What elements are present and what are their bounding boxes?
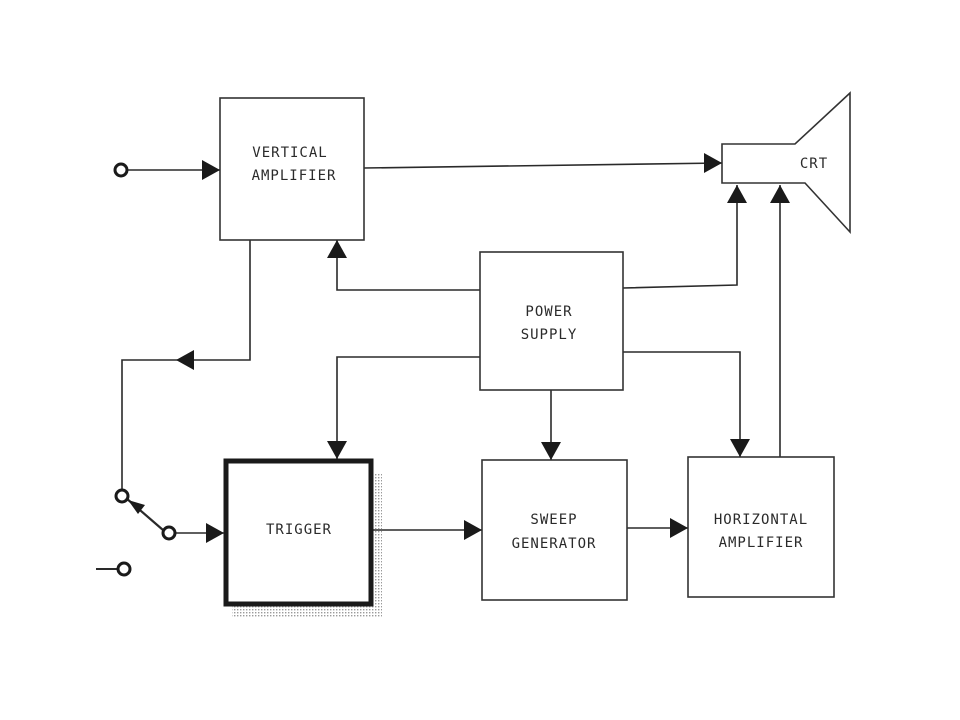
arrow-into-trigger — [206, 523, 224, 543]
arrow-into-sweep-power — [541, 442, 561, 460]
sweep-generator-label-line2: GENERATOR — [512, 536, 597, 552]
arrow-into-trigger-power — [327, 441, 347, 459]
sweep-generator-block — [481, 459, 628, 601]
trigger-label: TRIGGER — [266, 522, 332, 538]
vertical-amp-label-line1: VERTICAL — [252, 145, 327, 161]
arrow-into-vertical-amp-power — [327, 240, 347, 258]
wires — [96, 162, 781, 570]
wire-power-to-vertical-amp — [336, 240, 480, 291]
trigger-block — [223, 458, 374, 607]
horizontal-amp-label-line2: AMPLIFIER — [719, 535, 804, 551]
arrow-into-horizontal-amp — [670, 518, 688, 538]
arrow-into-crt-horizontal — [770, 185, 790, 203]
vertical-amplifier-block — [219, 97, 365, 241]
arrow-toward-switch — [176, 350, 194, 370]
power-supply-label-line2: SUPPLY — [521, 327, 578, 343]
crt-label: CRT — [800, 156, 828, 172]
arrow-into-vertical-amp — [202, 160, 220, 180]
horizontal-amp-label-line1: HORIZONTAL — [714, 512, 808, 528]
arrow-into-crt-signal — [704, 153, 722, 173]
arrow-into-sweep — [464, 520, 482, 540]
switch-pivot-terminal — [114, 488, 130, 504]
arrow-into-crt-power — [727, 185, 747, 203]
wire-vertical-amp-to-crt — [363, 162, 723, 169]
power-supply-label-line1: POWER — [525, 304, 572, 320]
power-supply-block — [479, 251, 624, 391]
wire-power-to-horizontal-amp — [623, 351, 741, 459]
sweep-generator-label-line1: SWEEP — [530, 512, 577, 528]
crt-shape — [721, 91, 851, 235]
input-terminal — [113, 162, 129, 178]
arrowheads — [128, 153, 790, 543]
wire-power-to-trigger — [336, 356, 480, 459]
ground-terminal — [116, 561, 132, 577]
horizontal-amplifier-block — [687, 456, 835, 598]
switch-contact-terminal — [161, 525, 177, 541]
switch-arrow-tip — [128, 500, 145, 514]
terminals — [113, 162, 177, 577]
labels: VERTICAL AMPLIFIER CRT POWER SUPPLY TRIG… — [252, 145, 828, 552]
arrow-into-horizontal-amp-power — [730, 439, 750, 457]
blocks — [219, 91, 851, 618]
wire-power-to-crt — [622, 185, 738, 289]
vertical-amp-label-line2: AMPLIFIER — [252, 168, 337, 184]
